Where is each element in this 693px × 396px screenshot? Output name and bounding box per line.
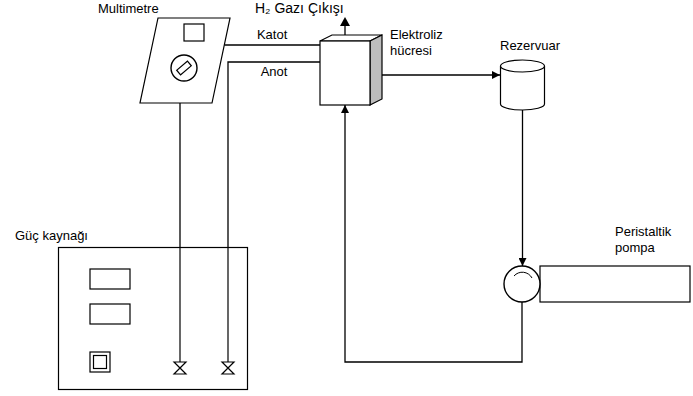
node-outline	[58, 247, 248, 390]
gas-outlet-label: H₂ Gazı Çıkışı	[255, 0, 344, 17]
reservoir-tank: Rezervuar	[500, 60, 545, 110]
wire	[179, 103, 180, 247]
node-heading: Elektroliz hücresi	[390, 27, 443, 58]
cell-front-face	[320, 41, 370, 105]
node-outline	[320, 35, 382, 105]
supply-housing	[59, 248, 248, 390]
multimeter-body	[140, 18, 230, 103]
flow-arrow	[382, 74, 500, 75]
node-heading: Peristaltik pompa	[615, 224, 687, 255]
terminal-lead	[227, 247, 228, 362]
pump-head	[504, 266, 540, 302]
wire-label: Katot	[256, 27, 288, 43]
node-outline	[500, 262, 690, 306]
pump-motor	[540, 266, 690, 302]
multimeter-device: Multimetre	[140, 18, 230, 103]
supply-display	[90, 269, 130, 289]
wire	[228, 62, 320, 247]
wire-label: Anot	[260, 64, 289, 80]
power-supply: Güç kaynağı	[58, 247, 248, 390]
pump-rotor-arc	[514, 272, 532, 278]
node-heading: Güç kaynağı	[15, 228, 88, 244]
terminal-lead	[179, 247, 180, 362]
cell-side-face	[370, 35, 382, 105]
terminal-symbol	[174, 362, 186, 374]
node-outline	[140, 18, 230, 103]
multimeter-display	[184, 24, 204, 41]
supply-switch	[94, 356, 107, 369]
node-outline	[500, 60, 545, 110]
terminal-symbol	[222, 362, 234, 374]
reservoir-lid	[501, 60, 545, 72]
supply-display	[90, 304, 130, 324]
flow-arrow	[345, 105, 522, 362]
node-heading: Multimetre	[98, 1, 159, 17]
supply-switch	[90, 352, 110, 372]
electrolysis-cell: Elektroliz hücresi	[320, 35, 382, 105]
multimeter-dial	[171, 55, 197, 81]
multimeter-knob	[177, 61, 192, 75]
wire	[224, 44, 320, 45]
flow-arrow	[522, 110, 523, 266]
peristaltic-pump: Peristaltik pompa	[500, 262, 690, 306]
node-heading: Rezervuar	[500, 38, 560, 54]
gas-outlet-arrowhead	[340, 17, 350, 26]
